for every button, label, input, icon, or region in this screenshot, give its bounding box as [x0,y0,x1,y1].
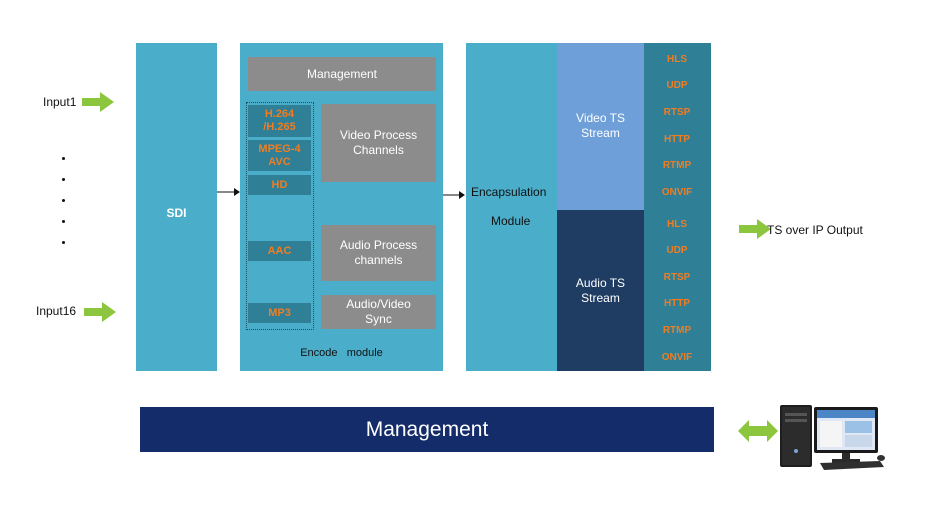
av-sync-box: Audio/Video Sync [321,295,436,329]
protocol-video-rtmp: RTMP [662,160,692,171]
management-bar-label: Management [365,417,489,441]
output-label: TS over IP Output [767,223,863,237]
video-process-box: Video Process Channels [321,104,436,182]
protocol-audio-rtsp: RTSP [663,272,691,283]
audio-ts-stream: Audio TS Stream [557,210,644,371]
sdi-column: SDI [136,43,217,371]
management-bar: Management [140,407,714,452]
protocol-audio-onvif: ONVIF [661,352,693,363]
codec-group [246,102,314,330]
protocol-audio-hls: HLS [667,219,687,230]
protocol-column: HLS UDP RTSP HTTP RTMP ONVIF HLS UDP RTS… [644,43,711,371]
output-arrow-icon [739,219,771,239]
input16-arrow-icon [84,302,116,322]
protocol-video-http: HTTP [663,134,691,145]
codec-aac: AAC [248,241,311,261]
audio-process-box: Audio Process channels [321,225,436,281]
encapsulation-module: Encapsulation Module [466,43,557,371]
encapsulation-label-line1: Encapsulation [471,185,547,199]
codec-mp3: MP3 [248,303,311,323]
codec-mpeg4: MPEG-4 AVC [248,140,311,171]
protocol-video-rtsp: RTSP [663,107,691,118]
protocol-video-hls: HLS [667,54,687,65]
protocol-audio-rtmp: RTMP [662,325,692,336]
protocol-video-onvif: ONVIF [661,187,693,198]
encode-module: Management H.264 /H.265 MPEG-4 AVC HD AA… [240,43,443,371]
protocol-audio-http: HTTP [663,298,691,309]
audio-ts-label: Audio TS Stream [575,276,626,305]
codec-h264: H.264 /H.265 [248,105,311,137]
encode-to-encap-arrow-icon [443,187,467,205]
input16-label: Input16 [36,304,77,318]
computer-icon [780,401,886,478]
video-ts-label: Video TS Stream [576,111,625,140]
video-ts-stream: Video TS Stream [557,43,644,210]
codec-hd: HD [248,175,311,195]
encode-module-label: Encode module [300,347,383,359]
protocol-audio-udp: UDP [666,245,688,256]
input1-arrow-icon [82,92,114,112]
encapsulation-label-line2: Module [491,214,531,228]
input1-label: Input1 [43,95,77,109]
sdi-to-encode-arrow-icon [217,184,241,202]
double-arrow-icon [738,419,778,448]
sdi-label: SDI [166,206,187,220]
encode-management-box: Management [248,57,436,91]
protocol-video-udp: UDP [666,80,688,91]
